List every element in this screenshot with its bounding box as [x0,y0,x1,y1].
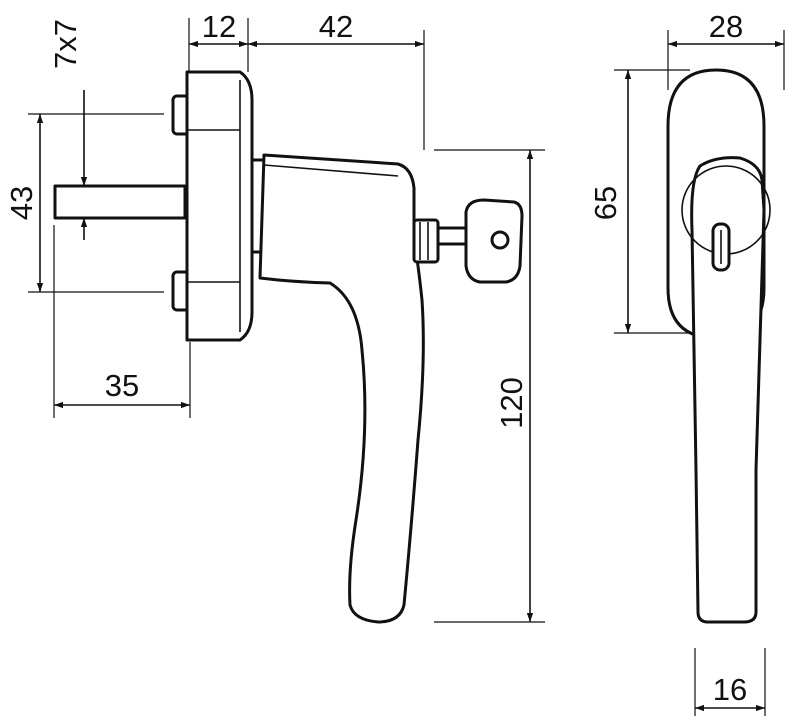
dimension-labels: 12 42 28 7x7 43 65 35 120 16 [4,9,747,707]
lever-front-profile [690,156,766,624]
square-spindle [53,184,187,220]
dim-28-label: 28 [709,9,743,44]
dim-16-label: 16 [713,672,747,707]
lock-cylinder [412,218,440,264]
lever-side-profile [258,153,425,624]
dim-7x7-label: 7x7 [48,19,83,69]
dimension-lines [28,18,785,716]
dim-43-label: 43 [4,186,39,220]
dim-120-label: 120 [494,377,529,429]
front-view [666,68,771,624]
key-shaft [436,226,470,246]
rose-base [185,70,254,342]
dim-35-label: 35 [105,368,139,403]
dim-42-label: 42 [319,9,353,44]
dim-65-label: 65 [588,186,623,220]
key-hole [490,230,510,250]
dim-12-label: 12 [202,9,236,44]
side-view [53,70,524,624]
